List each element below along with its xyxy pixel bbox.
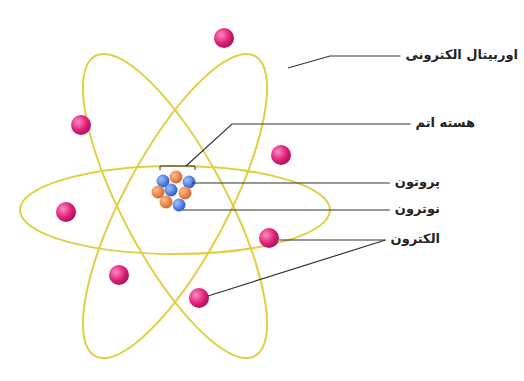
part-label: اوربیتال الکترونی <box>405 47 518 63</box>
bracket <box>160 166 195 170</box>
part-label: نوترون <box>395 201 440 217</box>
part-label: الکترون <box>391 231 440 247</box>
electron-dots <box>56 28 291 308</box>
part-label: هسته اتم <box>416 115 476 131</box>
nucleus <box>152 171 196 212</box>
orbit <box>20 31 330 380</box>
part-label: پروتون <box>395 174 440 190</box>
leader-lines <box>183 56 411 296</box>
